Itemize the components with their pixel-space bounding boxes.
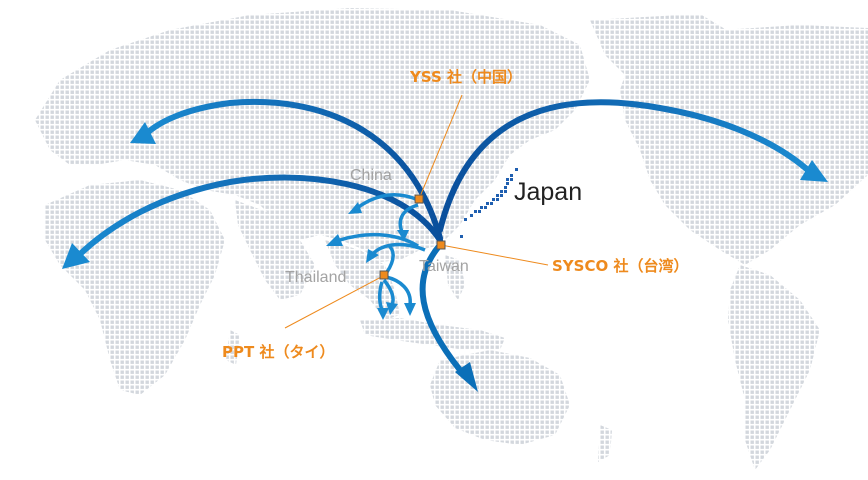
leader-ppt — [284, 275, 384, 329]
japan-islands — [460, 168, 518, 238]
land-north-america — [620, 25, 868, 265]
land-india — [235, 200, 315, 300]
land-south-america — [728, 265, 820, 470]
export-arrows — [62, 98, 828, 392]
land-africa — [45, 180, 225, 395]
leader-yss — [418, 94, 463, 200]
factory-markers — [379, 194, 446, 280]
country-label-china: China — [350, 167, 392, 184]
country-label-thailand: Thailand — [285, 269, 346, 286]
company-label-yss: YSS 社（中国） — [409, 68, 522, 86]
marker-yss — [414, 194, 424, 204]
country-label-taiwan: Taiwan — [419, 258, 469, 275]
company-label-ppt: PPT 社（タイ） — [222, 343, 334, 361]
land-australia — [430, 350, 570, 445]
arrow-ppt-1 — [385, 243, 395, 273]
company-label-sysco: SYSCO 社（台湾） — [552, 257, 688, 275]
arrow-to-australia — [419, 242, 463, 373]
marker-ppt — [379, 270, 389, 280]
land-new-zealand — [598, 425, 612, 462]
arrow-to-americas-head — [800, 160, 828, 182]
marker-sysco — [436, 240, 446, 250]
leader-lines — [284, 94, 549, 329]
arrow-to-africa — [75, 174, 443, 259]
arrow-to-africa-head — [62, 243, 90, 269]
leader-sysco — [440, 244, 549, 266]
arrow-tw-1 — [339, 232, 419, 248]
land-madagascar — [226, 330, 240, 365]
arrow-yss-1 — [355, 192, 419, 210]
arrow-to-europe-head — [130, 122, 156, 144]
land-uk — [60, 90, 78, 115]
country-label-japan: Japan — [514, 178, 582, 206]
arrow-to-europe — [142, 98, 443, 241]
arrow-to-australia-head — [455, 362, 478, 392]
arrow-to-americas — [437, 99, 813, 233]
arrow-yss-2 — [398, 203, 419, 233]
arrow-ppt-2 — [385, 275, 412, 306]
land-philippines — [445, 255, 465, 300]
